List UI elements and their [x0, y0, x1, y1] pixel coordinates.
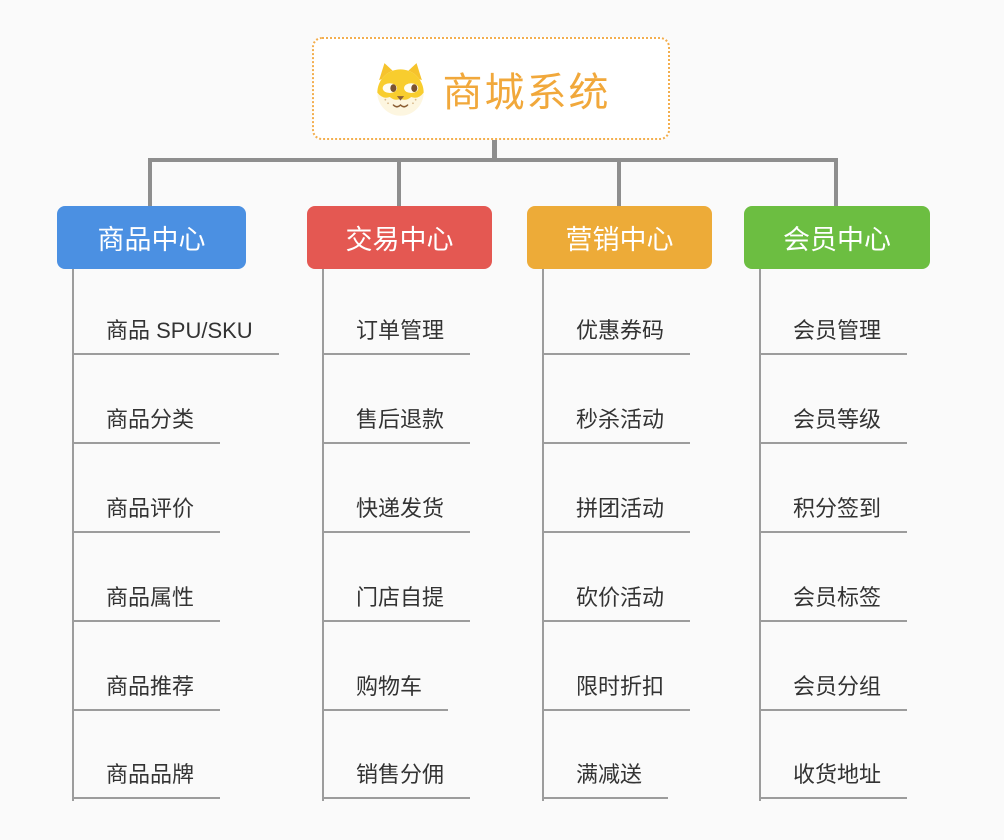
- branch-label: 营销中心: [565, 225, 674, 255]
- child-topic[interactable]: 快递发货: [322, 495, 471, 533]
- child-topic[interactable]: 会员标签: [759, 584, 908, 622]
- branch-header-product-center[interactable]: 商品中心: [57, 206, 246, 269]
- child-topic[interactable]: 收货地址: [759, 761, 908, 799]
- child-topic[interactable]: 售后退款: [322, 406, 471, 444]
- child-topic[interactable]: 会员等级: [759, 406, 908, 444]
- child-topic[interactable]: 商品评价: [72, 495, 221, 533]
- connector-branch-stem: [148, 162, 152, 206]
- child-topic[interactable]: 门店自提: [322, 584, 471, 622]
- doge-icon: [376, 62, 424, 116]
- root-topic-label: 商城系统: [442, 70, 611, 115]
- child-topic[interactable]: 购物车: [322, 673, 449, 711]
- child-topic[interactable]: 砍价活动: [542, 584, 691, 622]
- branch-label: 会员中心: [783, 225, 891, 255]
- connector-branch-stem: [617, 162, 621, 206]
- connector-branch-stem: [834, 162, 838, 206]
- child-topic[interactable]: 秒杀活动: [542, 406, 691, 444]
- child-topic[interactable]: 积分签到: [759, 495, 908, 533]
- root-topic[interactable]: 商城系统: [312, 37, 670, 140]
- branch-header-member-center[interactable]: 会员中心: [744, 206, 930, 269]
- child-topic[interactable]: 会员分组: [759, 673, 908, 711]
- branch-trade-center: 交易中心 订单管理售后退款快递发货门店自提购物车销售分佣: [307, 206, 492, 801]
- child-topic[interactable]: 商品 SPU/SKU: [72, 317, 279, 355]
- child-topic[interactable]: 会员管理: [759, 317, 908, 355]
- child-topic[interactable]: 商品品牌: [72, 761, 221, 799]
- branch-child-line: [542, 269, 544, 801]
- branch-label: 商品中心: [97, 225, 206, 255]
- child-topic[interactable]: 满减送: [542, 761, 669, 799]
- branch-marketing-center: 营销中心 优惠券码秒杀活动拼团活动砍价活动限时折扣满减送: [527, 206, 712, 801]
- child-topic[interactable]: 商品推荐: [72, 673, 221, 711]
- child-topic[interactable]: 拼团活动: [542, 495, 691, 533]
- branch-child-line: [72, 269, 74, 801]
- connector-horizontal: [148, 158, 838, 162]
- branch-product-center: 商品中心 商品 SPU/SKU 商品分类商品评价商品属性商品推荐商品品牌: [57, 206, 279, 801]
- connector-root-stem: [492, 140, 497, 158]
- child-topic[interactable]: 订单管理: [322, 317, 471, 355]
- branch-header-marketing-center[interactable]: 营销中心: [527, 206, 712, 269]
- branch-child-line: [759, 269, 761, 801]
- branch-member-center: 会员中心 会员管理会员等级积分签到会员标签会员分组收货地址: [744, 206, 930, 801]
- connector-branch-stem: [397, 162, 401, 206]
- child-topic[interactable]: 优惠券码: [542, 317, 691, 355]
- child-topic[interactable]: 限时折扣: [542, 673, 691, 711]
- child-topic[interactable]: 商品分类: [72, 406, 221, 444]
- child-topic[interactable]: 销售分佣: [322, 761, 471, 799]
- branch-label: 交易中心: [345, 225, 454, 255]
- branch-child-line: [322, 269, 324, 801]
- branch-header-trade-center[interactable]: 交易中心: [307, 206, 492, 269]
- child-topic[interactable]: 商品属性: [72, 584, 221, 622]
